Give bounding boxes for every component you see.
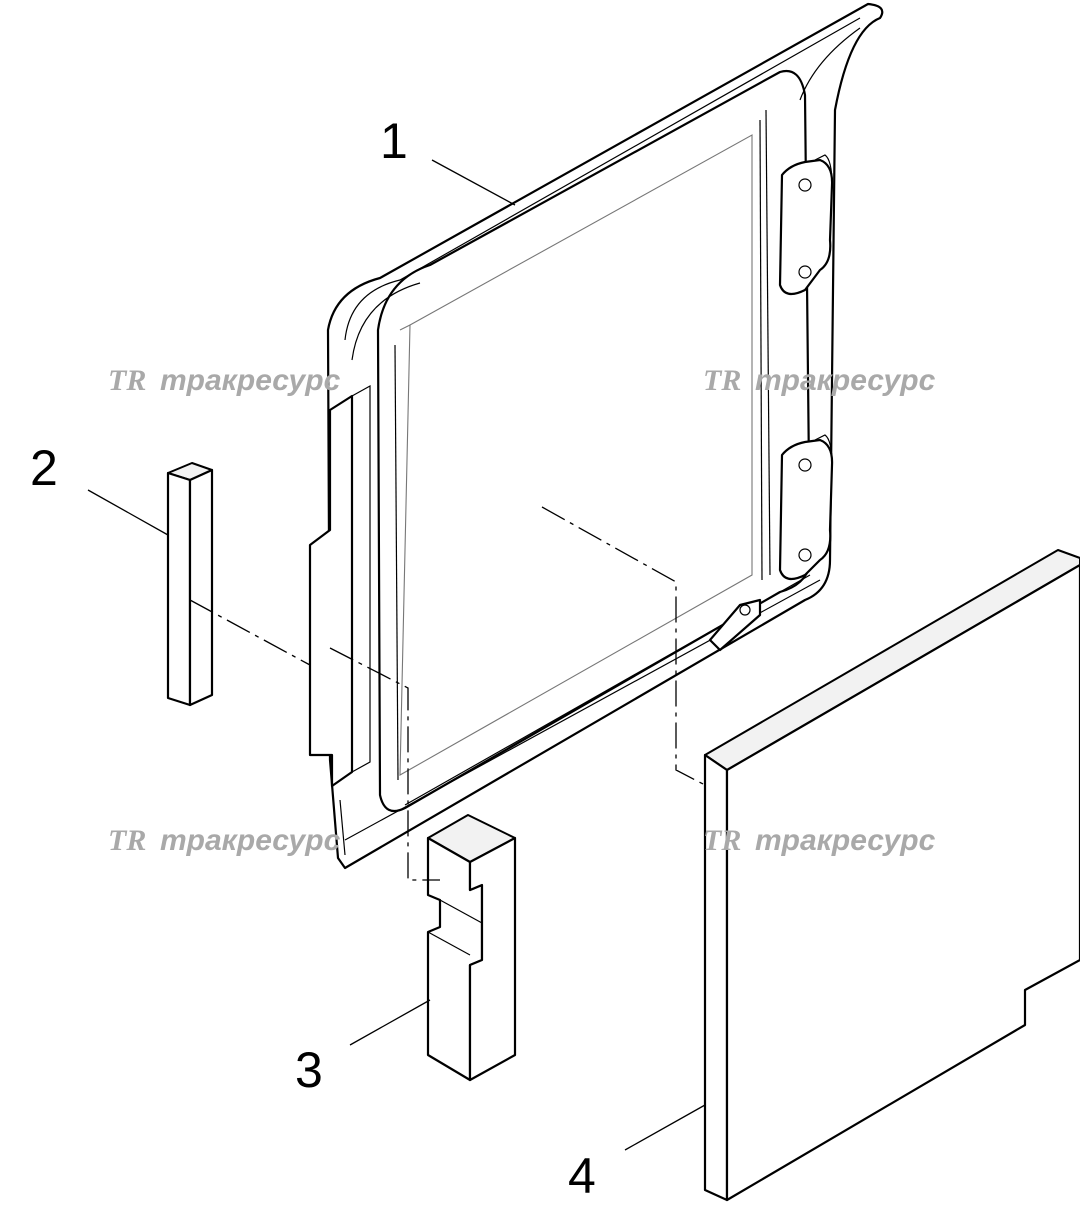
assembly-line-4 bbox=[541, 506, 706, 786]
part-1-window-frame bbox=[308, 2, 884, 870]
watermark-bottom-left: TR тракресурс bbox=[108, 824, 341, 857]
watermark-bottom-right: TR тракресурс bbox=[703, 824, 936, 857]
hinge-upper bbox=[778, 154, 834, 296]
watermark-logo: TR bbox=[703, 364, 741, 397]
callout-4: 4 bbox=[568, 1148, 596, 1204]
leader-line-1 bbox=[431, 159, 516, 206]
assembly-line-3 bbox=[329, 647, 440, 881]
watermark-logo: TR bbox=[108, 364, 146, 397]
watermark-text: тракресурс bbox=[160, 364, 341, 397]
hinge-lower bbox=[778, 434, 834, 581]
watermark-top-right: TR тракресурс bbox=[703, 364, 936, 397]
watermark-logo: TR bbox=[108, 824, 146, 857]
watermark-text: тракресурс bbox=[160, 824, 341, 857]
callout-2: 2 bbox=[30, 440, 58, 496]
watermark-logo: TR bbox=[703, 824, 741, 857]
callout-3: 3 bbox=[295, 1042, 323, 1098]
leader-line-2 bbox=[87, 489, 169, 536]
assembly-line-2 bbox=[189, 599, 311, 666]
leader-line-4 bbox=[624, 1104, 706, 1151]
callout-1: 1 bbox=[380, 113, 408, 169]
part-4-panel bbox=[703, 549, 1080, 1202]
watermark-text: тракресурс bbox=[755, 364, 936, 397]
part-3-stepped-block bbox=[426, 814, 517, 1082]
watermark-top-left: TR тракресурс bbox=[108, 364, 341, 397]
part-2-seal-strip bbox=[166, 462, 214, 707]
leader-line-3 bbox=[349, 999, 431, 1046]
watermark-text: тракресурс bbox=[755, 824, 936, 857]
latch-bracket bbox=[708, 598, 762, 652]
